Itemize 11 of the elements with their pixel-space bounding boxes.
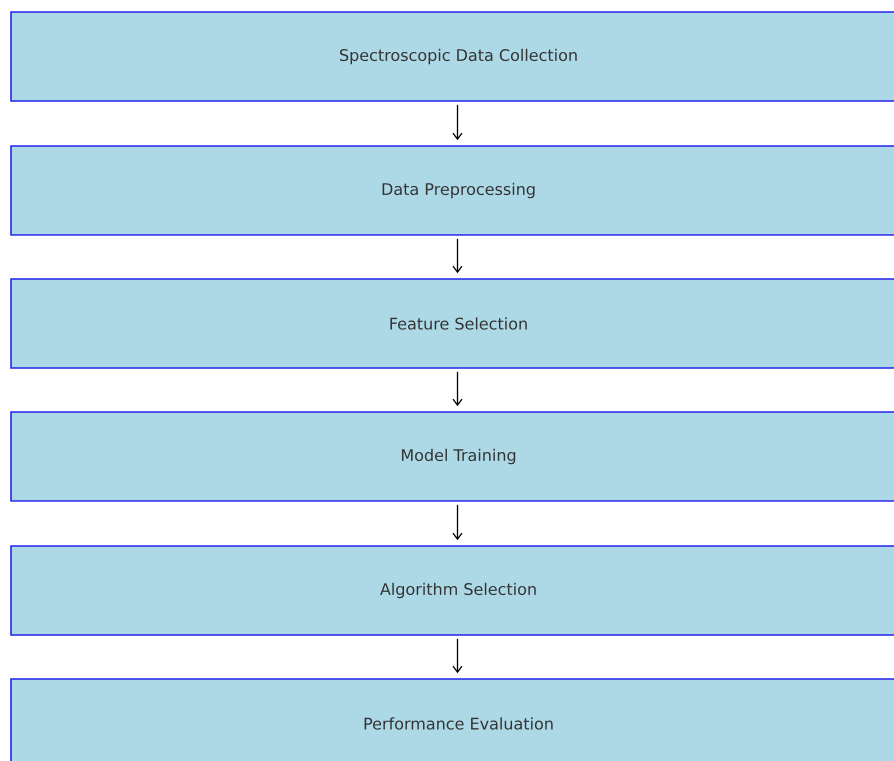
arrow xyxy=(452,104,463,140)
process-box: Data Preprocessing xyxy=(10,145,894,236)
process-box: Performance Evaluation xyxy=(10,678,894,761)
arrow xyxy=(452,504,463,540)
arrow xyxy=(452,238,463,274)
process-box: Model Training xyxy=(10,411,894,502)
process-box: Spectroscopic Data Collection xyxy=(10,11,894,102)
process-box: Feature Selection xyxy=(10,278,894,369)
arrow xyxy=(452,372,463,406)
process-box: Algorithm Selection xyxy=(10,545,894,636)
arrow xyxy=(452,638,463,674)
